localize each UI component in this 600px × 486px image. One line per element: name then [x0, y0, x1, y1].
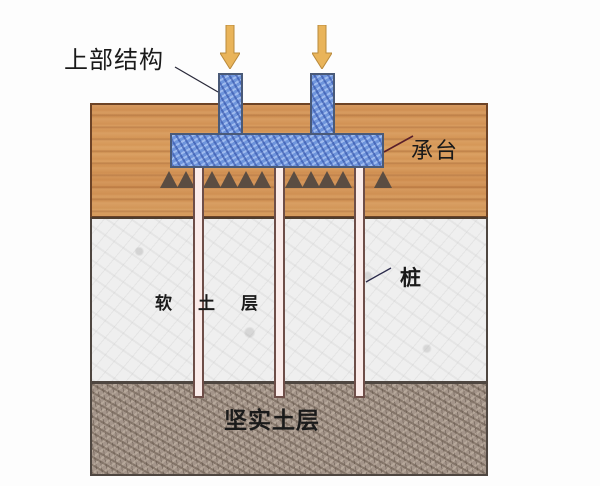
superstructure-column: [310, 73, 335, 135]
pile-cap-label: 承台: [411, 139, 460, 164]
pile: [193, 167, 204, 398]
firm-soil-layer: [90, 382, 488, 476]
superstructure-label: 上部结构: [64, 46, 164, 74]
soil-reaction-triangle: [334, 171, 352, 188]
soil-reaction-triangle: [253, 171, 271, 188]
soil-reaction-triangle: [285, 171, 303, 188]
superstructure-column: [218, 73, 243, 135]
pile: [274, 167, 285, 398]
soil-reaction-triangle: [302, 171, 320, 188]
pile-cap: [170, 133, 384, 168]
load-arrow-icon: [220, 25, 240, 69]
soil-reaction-triangle: [160, 171, 178, 188]
soft-soil-layer: [90, 217, 488, 383]
soft-soil-label: 软土层: [155, 294, 284, 314]
soil-reaction-triangle: [237, 171, 255, 188]
soil-reaction-triangle: [374, 171, 392, 188]
soil-reaction-triangle: [318, 171, 336, 188]
soil-reaction-triangle: [220, 171, 238, 188]
soil-reaction-triangle: [177, 171, 195, 188]
firm-soil-label: 坚实土层: [224, 408, 320, 434]
pile: [354, 167, 365, 398]
load-arrow-icon: [312, 25, 332, 69]
pile-label: 桩: [400, 266, 421, 290]
soil-reaction-triangle: [203, 171, 221, 188]
